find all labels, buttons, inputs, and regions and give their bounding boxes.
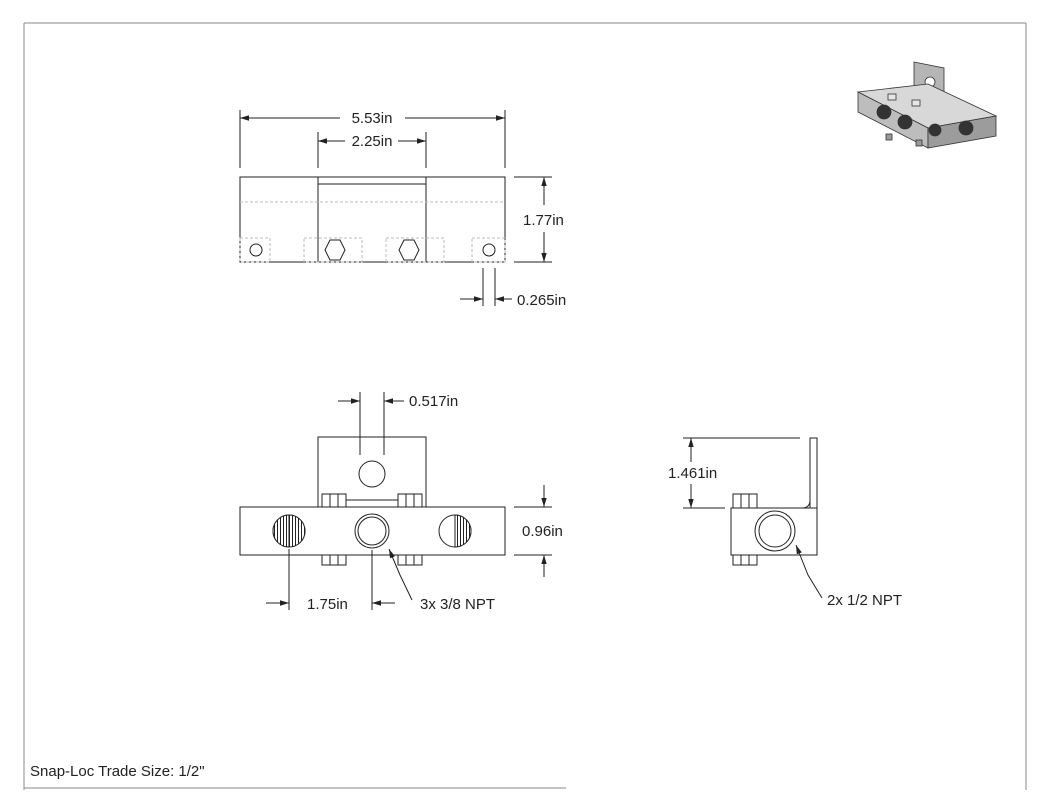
- height-label: 1.77in: [523, 212, 564, 229]
- front-port-callout: 3x 3/8 NPT: [420, 596, 495, 613]
- bracket-width-label: 2.25in: [352, 133, 393, 150]
- sheet-border: [23, 22, 1027, 790]
- isometric-render: [856, 61, 998, 149]
- side-view-dimensions: [683, 437, 823, 599]
- top-view-dimensions: [239, 110, 552, 306]
- side-view: [730, 437, 818, 566]
- front-view-dimensions: [266, 392, 552, 610]
- hole-offset-label: 0.265in: [517, 292, 566, 309]
- port-spacing-label: 1.75in: [307, 596, 348, 613]
- title-caption: Snap-Loc Trade Size: 1/2": [30, 763, 205, 780]
- top-view: [239, 176, 506, 263]
- hole-diameter-label: 0.517in: [409, 393, 458, 410]
- body-height-label: 0.96in: [522, 523, 563, 540]
- front-view: [239, 436, 506, 566]
- side-port-callout: 2x 1/2 NPT: [827, 592, 902, 609]
- overall-width-label: 5.53in: [352, 110, 393, 127]
- side-height-label: 1.461in: [668, 465, 717, 482]
